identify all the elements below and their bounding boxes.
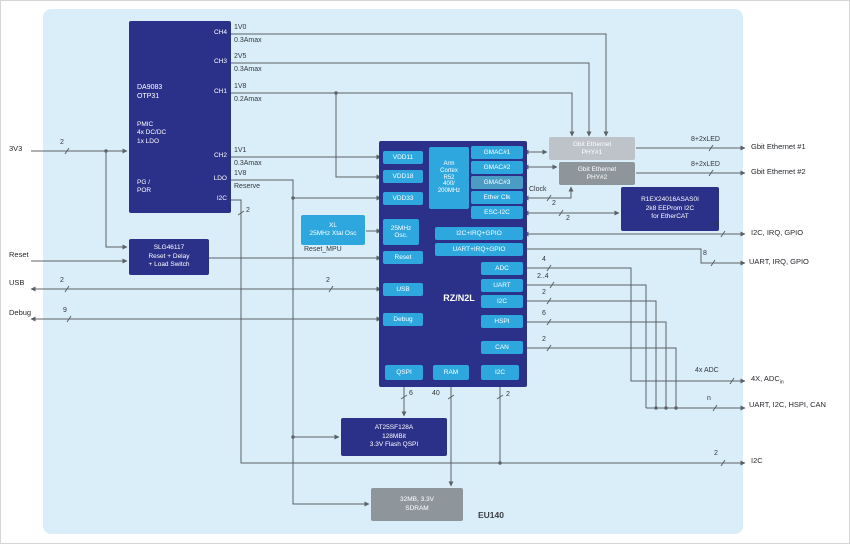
eeprom-block: R1EX24016ASAS0I 2k8 EEProm I2C for Ether… — [621, 187, 719, 231]
soc-block: VDD11 VDD18 VDD33 Arm Cortex R52 400/ 20… — [379, 141, 527, 387]
bus-i2c-irq: 8 — [714, 221, 718, 228]
pmic-pin-i2c: I2C — [216, 195, 227, 202]
bus-ext-i2c: 2 — [714, 450, 718, 457]
pmic-pin-ldo: LDO — [213, 175, 227, 182]
eeprom-name: R1EX24016ASAS0I 2k8 EEProm I2C for Ether… — [641, 196, 699, 221]
label-adc-out-main: 4X, ADC — [751, 374, 780, 383]
bus-esc: 2 — [566, 215, 570, 222]
bus-phy2-out: 8+2xLED — [691, 161, 720, 168]
bus-clock: 2 — [552, 200, 556, 207]
label-eth2: Gbit Ethernet #2 — [751, 167, 806, 176]
sdram-name: 32MB, 3.3V SDRAM — [400, 496, 434, 512]
bus-can: 2 — [542, 336, 546, 343]
label-mixed: UART, I2C, HSPI, CAN — [749, 400, 826, 409]
rail-1v8: 1V8 — [234, 83, 247, 90]
soc-ram: RAM — [433, 365, 469, 380]
soc-ether-clk: Ether Clk — [471, 191, 523, 204]
bus-ram: 40 — [432, 390, 440, 397]
soc-can: CAN — [481, 341, 523, 354]
rail-1v8-current: 0.2Amax — [234, 96, 262, 103]
label-ext-i2c: I2C — [751, 456, 763, 465]
bus-soc-i2c: 2 — [506, 391, 510, 398]
soc-vdd33: VDD33 — [383, 192, 423, 205]
bus-i2c: 2 — [542, 289, 546, 296]
soc-uart: UART — [481, 279, 523, 292]
pmic-pg-por: PG / POR — [137, 179, 152, 195]
soc-gmac2: GMAC#2 — [471, 161, 523, 174]
phy1-name: Gbit Ethernet PHY#1 — [572, 141, 612, 156]
label-debug: Debug — [9, 308, 32, 317]
board-label: EU140 — [478, 510, 504, 520]
phy1-block: Gbit Ethernet PHY#1 — [549, 137, 635, 160]
bus-pmic-i2c: 2 — [246, 207, 250, 214]
rail-2v5-current: 0.3Amax — [234, 66, 262, 73]
soc-cpu: Arm Cortex R52 400/ 200MHz — [429, 147, 469, 209]
soc-i2c: I2C — [481, 295, 523, 308]
soc-mem-i2c: I2C — [481, 365, 519, 380]
pmic-pin-ch4: CH4 — [213, 29, 227, 36]
label-3v3: 3V3 — [9, 144, 23, 153]
label-adc-out-sub: in — [779, 379, 784, 386]
soc-uart-irq-gpio: UART+IRQ+GPIO — [435, 243, 523, 256]
bus-uart-irq: 8 — [703, 250, 707, 257]
label-clock: Clock — [529, 186, 547, 193]
rail-1v0-current: 0.3Amax — [234, 37, 262, 44]
reset-ic-block: SLG46117 Reset + Delay + Load Switch — [129, 239, 209, 275]
soc-vdd18: VDD18 — [383, 170, 423, 183]
label-i2c-irq-gpio: I2C, IRQ, GPIO — [751, 228, 804, 237]
soc-osc: 25MHz Osc. — [383, 219, 419, 245]
xtal-osc-block: XL 25MHz Xtal Osc — [301, 215, 365, 245]
soc-adc: ADC — [481, 262, 523, 275]
soc-gmac1: GMAC#1 — [471, 146, 523, 159]
soc-vdd11: VDD11 — [383, 151, 423, 164]
bus-usb: 2 — [60, 277, 64, 284]
bus-qspi: 6 — [409, 390, 413, 397]
bus-hspi: 6 — [542, 310, 546, 317]
label-reset: Reset — [9, 250, 29, 259]
sdram-block: 32MB, 3.3V SDRAM — [371, 488, 463, 521]
rail-ldo-reserve: Reserve — [234, 183, 261, 190]
pmic-block: DA9083 OTP31 PMIC 4x DC/DC 1x LDO PG / P… — [129, 21, 231, 213]
label-reset-mpu: Reset_MPU — [304, 246, 342, 253]
pmic-pin-ch2: CH2 — [213, 152, 227, 159]
flash-name: AT25SF128A 128MBit 3.3V Flash QSPI — [369, 424, 419, 449]
bus-phy1-out: 8+2xLED — [691, 136, 720, 143]
soc-name: RZ/N2L — [443, 293, 475, 303]
pmic-pin-ch3: CH3 — [213, 58, 227, 65]
rail-1v0: 1V0 — [234, 24, 247, 31]
soc-gmac3: GMAC#3 — [471, 176, 523, 189]
pmic-name: DA9083 OTP31 — [137, 84, 163, 101]
label-uart-irq-gpio: UART, IRQ, GPIO — [749, 257, 809, 266]
label-adc-out: 4X, ADCin — [751, 374, 784, 386]
pmic-desc: PMIC 4x DC/DC 1x LDO — [137, 121, 167, 145]
bus-debug: 9 — [63, 307, 67, 314]
phy2-block: Gbit Ethernet PHY#2 — [559, 162, 635, 185]
soc-i2c-irq-gpio: I2C+IRQ+GPIO — [435, 227, 523, 240]
label-usb: USB — [9, 278, 25, 287]
xtal-osc-name: XL 25MHz Xtal Osc — [309, 221, 357, 237]
soc-hspi: HSPI — [481, 315, 523, 328]
rail-1v1-current: 0.3Amax — [234, 160, 262, 167]
bus-3v3: 2 — [60, 139, 64, 146]
bus-usb-mid: 2 — [326, 277, 330, 284]
label-eth1: Gbit Ethernet #1 — [751, 142, 806, 151]
bus-mixed: n — [707, 395, 711, 402]
phy2-name: Gbit Ethernet PHY#2 — [577, 166, 617, 181]
soc-usb: USB — [383, 283, 423, 296]
flash-block: AT25SF128A 128MBit 3.3V Flash QSPI — [341, 418, 447, 456]
soc-esc-i2c: ESC-I2C — [471, 206, 523, 219]
pmic-pin-ch1: CH1 — [213, 88, 227, 95]
reset-ic-name: SLG46117 Reset + Delay + Load Switch — [148, 244, 190, 269]
rail-2v5: 2V5 — [234, 53, 247, 60]
bus-adc: 4 — [542, 256, 546, 263]
soc-debug: Debug — [383, 313, 423, 326]
rail-1v1: 1V1 — [234, 147, 247, 154]
bus-uart: 2..4 — [537, 273, 549, 280]
soc-qspi: QSPI — [385, 365, 423, 380]
soc-reset: Reset — [383, 251, 423, 264]
bus-adc-out: 4x ADC — [695, 367, 719, 374]
rail-ldo: 1V8 — [234, 170, 247, 177]
